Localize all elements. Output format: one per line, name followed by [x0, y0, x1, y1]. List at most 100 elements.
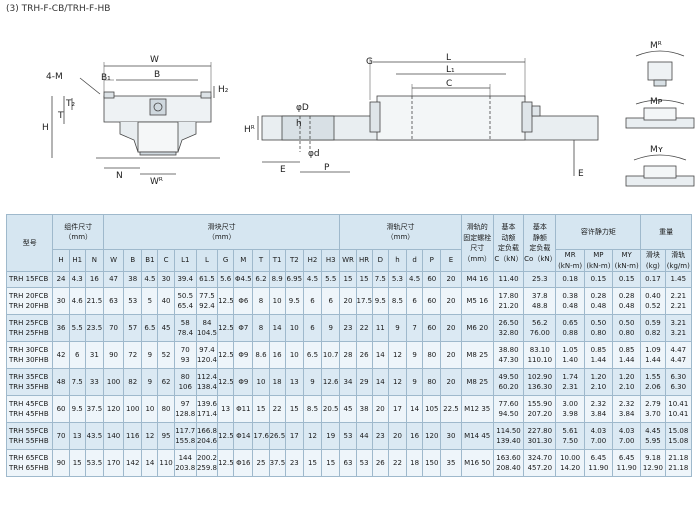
table-cell: 15 — [284, 395, 304, 423]
table-cell: 23 — [284, 449, 304, 477]
table-cell: M8 25 — [460, 368, 494, 396]
table-cell: 45 — [157, 314, 175, 342]
table-cell: 12.5 — [217, 314, 235, 342]
table-cell: 15 — [68, 449, 86, 477]
table-cell: 12.5 — [217, 341, 235, 369]
table-cell: 20 — [440, 287, 462, 315]
table-cell: Φ6 — [233, 287, 254, 315]
table-cell: 12.6 — [321, 368, 341, 396]
table-cell: 12.5 — [217, 368, 235, 396]
table-cell: 8.6 — [252, 341, 270, 369]
table-cell: 8 — [252, 314, 270, 342]
table-cell: 6 — [321, 287, 341, 315]
table-cell: 80 — [422, 341, 442, 369]
header-col-p: P — [422, 249, 442, 272]
table-cell: 35 — [440, 449, 462, 477]
dim-w-label: W — [150, 55, 159, 65]
table-cell: 53 — [355, 449, 373, 477]
dim-hr-label: Hᴿ — [244, 125, 255, 135]
header-col-t1: T1 — [268, 249, 286, 272]
table-cell: 6.2 — [252, 271, 270, 288]
table-cell: 14 — [141, 449, 159, 477]
table-cell: 38 — [355, 395, 373, 423]
table-cell: 30 — [157, 271, 175, 288]
table-cell: 16 — [406, 422, 424, 450]
spec-table: 型号 组件尺寸（mm） 滑块尺寸（mm） 滑轨尺寸（mm） 滑轨的固定螺栓尺寸（… — [5, 214, 693, 477]
table-cell: 6.5 — [141, 314, 159, 342]
table-cell: 6 — [302, 287, 323, 315]
table-cell: 8.5 — [302, 395, 323, 423]
table-cell: 8.9 — [268, 271, 286, 288]
header-col-t2: T2 — [284, 249, 304, 272]
dim-bore-d-label: φD — [296, 103, 309, 113]
table-cell: 22.5 — [440, 395, 462, 423]
table-cell: 60 — [52, 395, 70, 423]
header-col-c: C — [157, 249, 175, 272]
table-cell: Φ11 — [233, 395, 254, 423]
table-cell: 10 — [252, 368, 270, 396]
table-cell: 15 — [252, 395, 270, 423]
table-cell: 12 — [387, 341, 408, 369]
table-cell: 9 — [406, 341, 424, 369]
table-cell: 22 — [355, 314, 373, 342]
table-cell: M4 16 — [460, 271, 494, 288]
header-col-mp: MP(kN-m) — [583, 249, 614, 272]
table-cell: 53 — [339, 422, 357, 450]
header-col-m: M — [233, 249, 254, 272]
table-cell: 11.40 — [492, 271, 525, 288]
header-col-e: E — [440, 249, 462, 272]
header-bolt: 滑轨的固定螺栓尺寸（mm） — [460, 214, 494, 272]
table-cell: 17.6 — [252, 422, 270, 450]
table-cell: 8.5 — [387, 287, 408, 315]
moment-my-label: Mʏ — [650, 145, 663, 155]
table-cell: 47 — [102, 271, 125, 288]
dim-h-small-label: h — [296, 119, 302, 129]
dim-e-right-label: E — [578, 169, 584, 179]
table-cell: 142 — [123, 449, 143, 477]
table-cell: 17.5 — [355, 287, 373, 315]
table-cell: 6.5 — [302, 341, 323, 369]
header-row-groups: 型号 组件尺寸（mm） 滑块尺寸（mm） 滑轨尺寸（mm） 滑轨的固定螺栓尺寸（… — [5, 214, 692, 272]
table-cell: 16 — [84, 271, 104, 288]
header-col-g: G — [217, 249, 235, 272]
table-cell: 24 — [52, 271, 70, 288]
table-cell: Φ4.5 — [233, 271, 254, 288]
table-cell: 12 — [387, 368, 408, 396]
table-cell: 9.5 — [371, 287, 389, 315]
moment-labels: Mᴿ Mᴘ Mʏ — [650, 41, 663, 155]
dim-h-label: H — [42, 123, 49, 133]
technical-drawings: W B B₁ 4-M H₂ H T T₂ N Wᴿ G L — [42, 41, 695, 187]
header-col-d: D — [371, 249, 389, 272]
table-cell: Φ9 — [233, 341, 254, 369]
table-cell: 90 — [102, 341, 125, 369]
table-cell: 13 — [217, 395, 235, 423]
table-cell: 110 — [157, 449, 175, 477]
table-cell: 15 — [321, 449, 341, 477]
table-cell: M12 35 — [460, 395, 494, 423]
